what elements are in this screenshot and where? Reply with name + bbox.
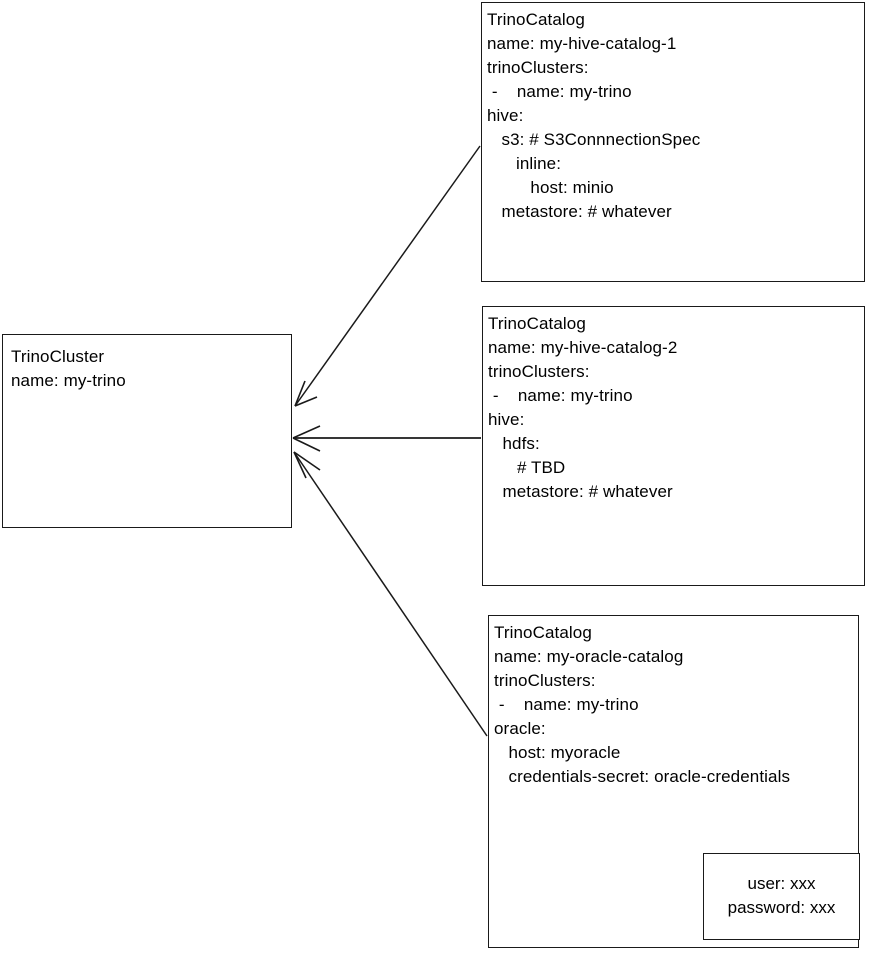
trino-catalog-box-oracle[interactable]: TrinoCatalog name: my-oracle-catalog tri…: [488, 615, 860, 948]
oracle-credentials-secret-box[interactable]: user: xxx password: xxx: [703, 853, 860, 940]
oracle-credentials-secret-text: user: xxx password: xxx: [727, 874, 836, 917]
trino-cluster-text: TrinoCluster name: my-trino: [11, 347, 126, 390]
connector-catalog1-to-cluster: [294, 145, 481, 407]
connector-catalog3-to-cluster: [293, 451, 488, 737]
connector-catalog2-to-cluster: [292, 425, 481, 452]
trino-catalog-box-hive-1[interactable]: TrinoCatalog name: my-hive-catalog-1 tri…: [481, 2, 865, 282]
trino-catalog-oracle-text: TrinoCatalog name: my-oracle-catalog tri…: [494, 623, 791, 786]
trino-catalog-hive-2-text: TrinoCatalog name: my-hive-catalog-2 tri…: [488, 314, 678, 501]
trino-catalog-box-hive-2[interactable]: TrinoCatalog name: my-hive-catalog-2 tri…: [482, 306, 865, 586]
trino-catalog-hive-1-text: TrinoCatalog name: my-hive-catalog-1 tri…: [487, 10, 701, 221]
trino-cluster-box[interactable]: TrinoCluster name: my-trino: [2, 334, 292, 528]
